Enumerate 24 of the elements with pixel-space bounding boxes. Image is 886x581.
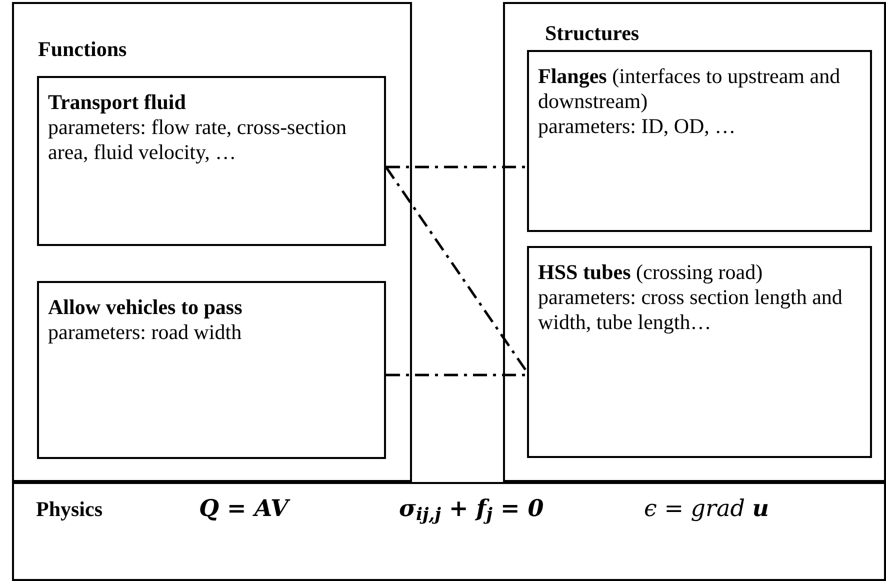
box-heading: Transport fluid: [48, 90, 187, 115]
box-heading: Allow vehicles to pass: [48, 295, 244, 320]
dash-dot-line: [386, 374, 527, 376]
equation: σ$_{ij,j}$ + f$_{j}$ = 0: [399, 494, 544, 526]
equation: ϵ = grad u: [644, 494, 769, 524]
box-text: parameters: road width: [48, 320, 243, 345]
dash-dot-line: [384, 166, 528, 373]
text-box: [527, 246, 872, 458]
box-heading: Flanges (interfaces to upstream and downstream): [538, 64, 842, 114]
equation: Q = AV: [199, 494, 288, 524]
panel-heading: Physics: [36, 496, 103, 523]
panel-box: [503, 2, 886, 482]
box-text: parameters: ID, OD, …: [538, 114, 737, 139]
panel-heading: Structures: [545, 20, 640, 47]
box-heading: HSS tubes (crossing road): [538, 260, 764, 285]
text-box: [527, 50, 872, 232]
box-text: parameters: flow rate, cross-section area, fluid velocity, …: [48, 115, 348, 165]
dash-dot-line: [386, 166, 527, 168]
text-box: [37, 76, 386, 246]
panel-box: [12, 482, 886, 581]
panel-box: [12, 2, 412, 482]
box-text: parameters: cross section length and width, tube length…: [538, 285, 844, 335]
text-box: [37, 281, 386, 459]
panel-heading: Functions: [38, 36, 127, 63]
